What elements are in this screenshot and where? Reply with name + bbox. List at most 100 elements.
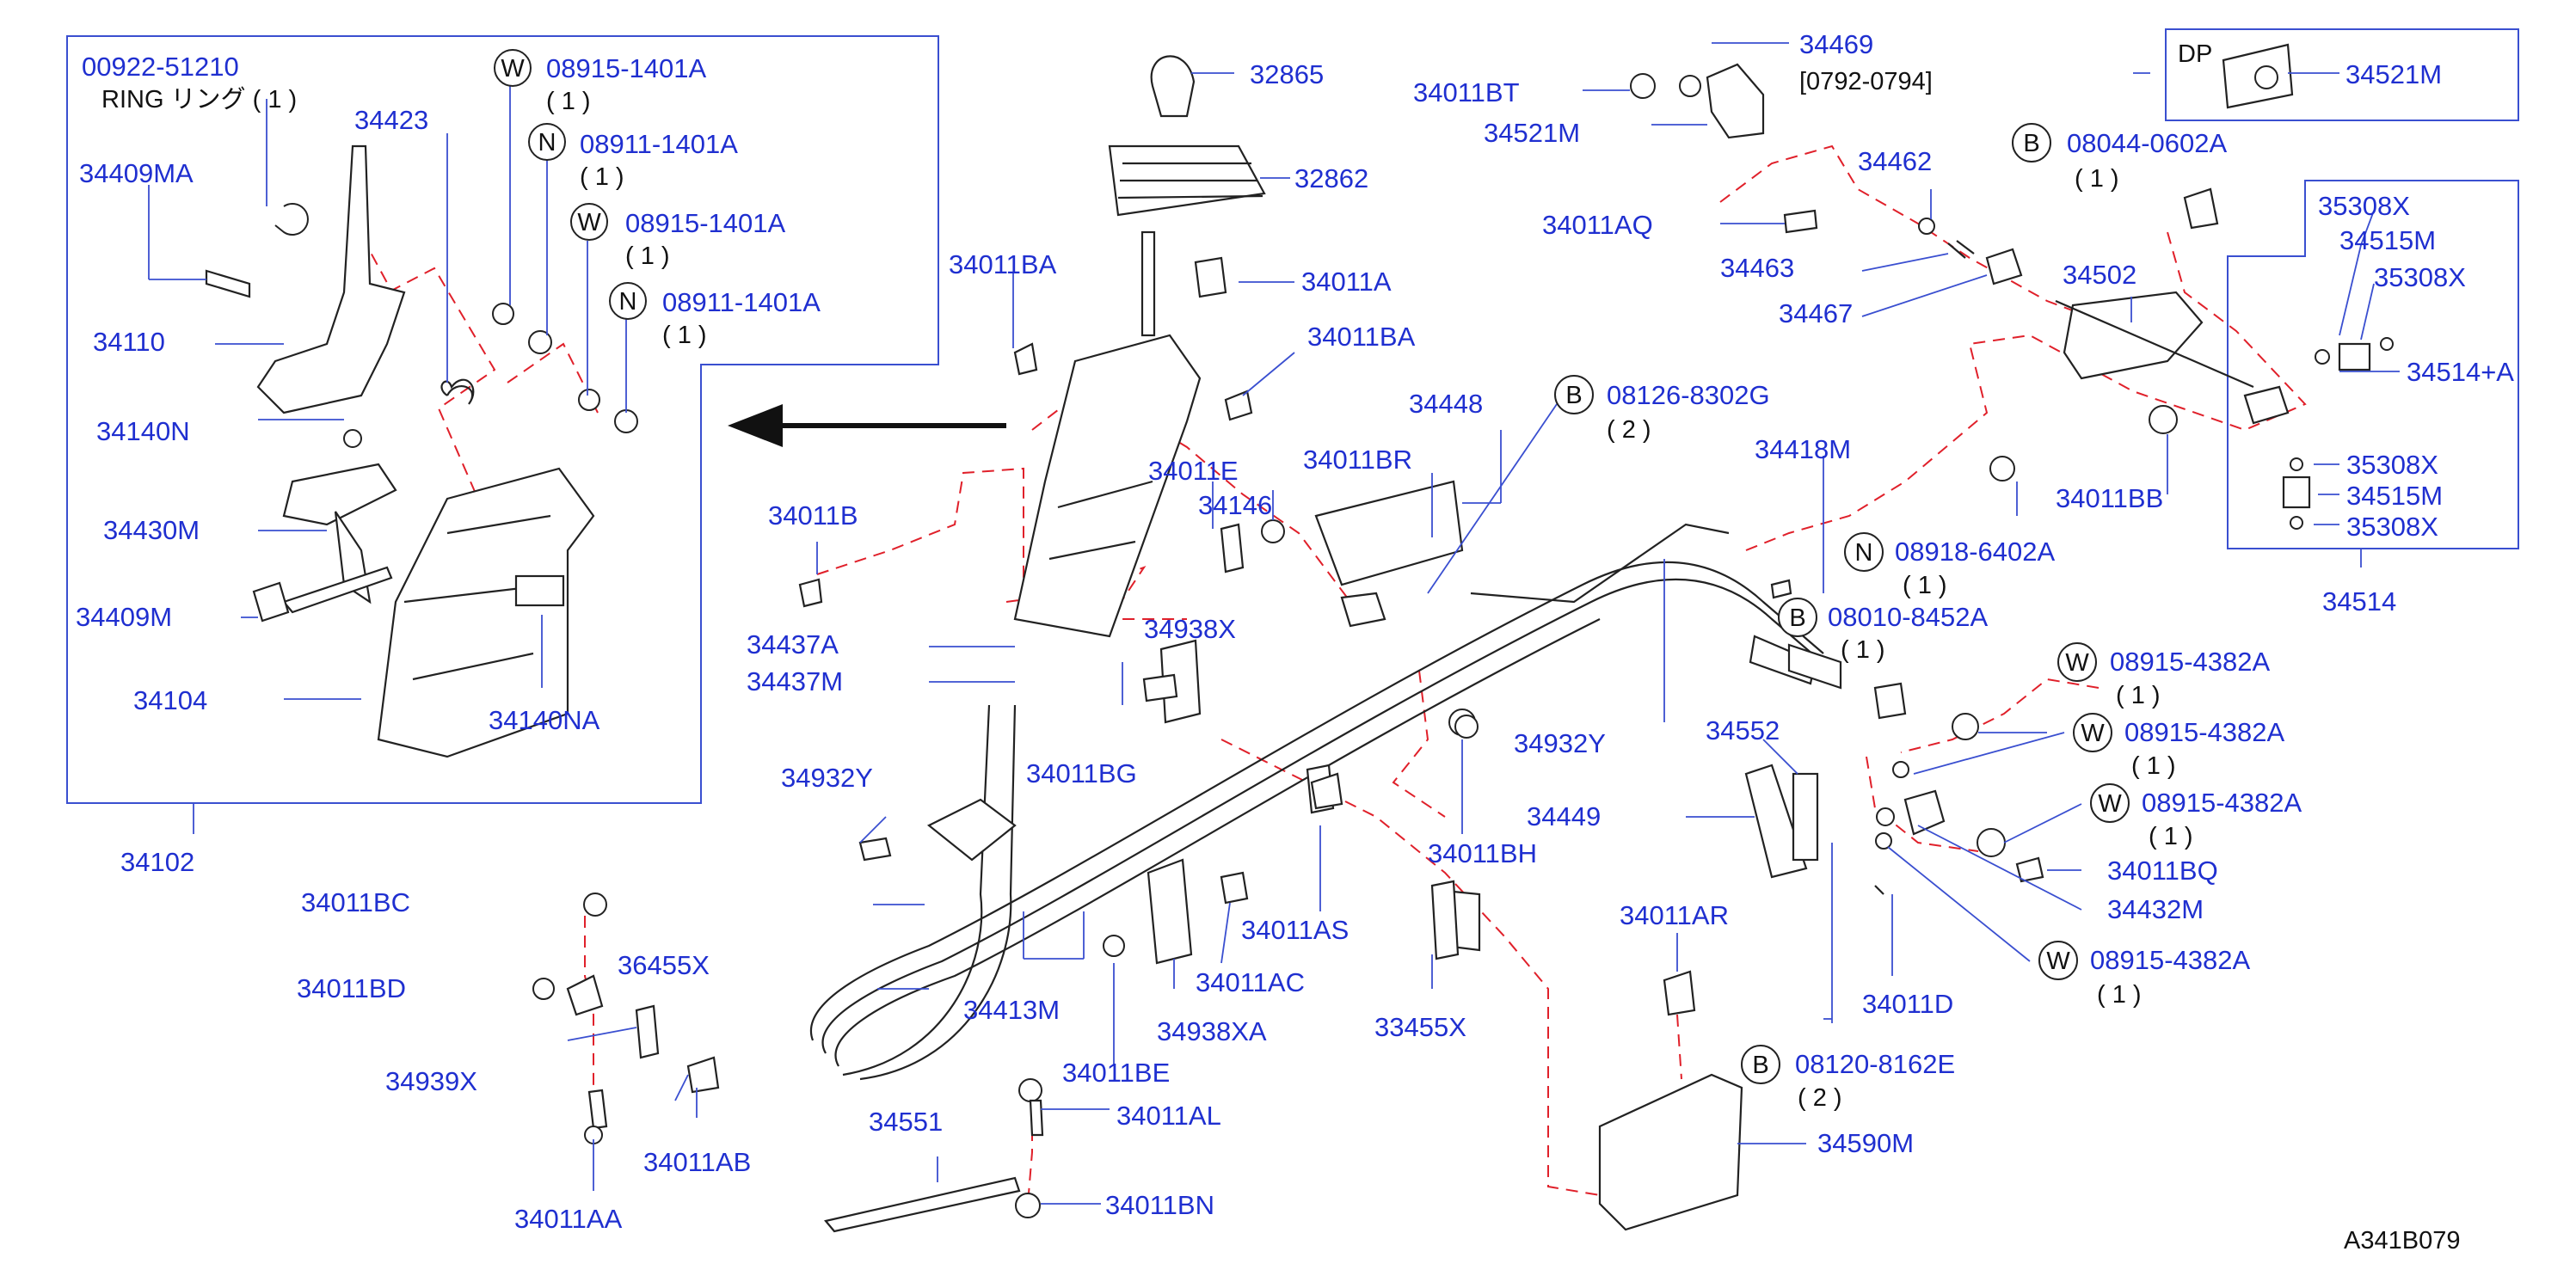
label-34939X: 34939X: [385, 1066, 477, 1096]
label-34449: 34449: [1527, 801, 1601, 831]
qty-w-08915-4382A-4: ( 1 ): [2097, 981, 2142, 1009]
label-34467: 34467: [1779, 298, 1853, 328]
symbol-b-3: B: [1778, 598, 1817, 637]
label-34011BA-1: 34011BA: [949, 249, 1057, 279]
label-35308X-4: 35308X: [2346, 512, 2438, 542]
label-34932Y-1: 34932Y: [781, 763, 873, 793]
symbol-n-3: N: [1844, 532, 1884, 572]
label-35308X-1: 35308X: [2318, 191, 2410, 221]
label-34432M: 34432M: [2107, 894, 2204, 924]
label-w-08915-4382A-3: 08915-4382A: [2142, 788, 2302, 818]
label-34552: 34552: [1706, 715, 1780, 745]
symbol-w-2: W: [570, 203, 608, 241]
label-b-08120-8162E: 08120-8162E: [1795, 1049, 1955, 1079]
label-b-08126-8302G: 08126-8302G: [1607, 380, 1770, 410]
qty-b-08126-8302G: ( 2 ): [1607, 416, 1651, 444]
label-34514: 34514: [2322, 586, 2396, 617]
label-34011BE: 34011BE: [1062, 1058, 1170, 1088]
label-34514A: 34514+A: [2407, 357, 2514, 387]
svg-text:N: N: [1855, 539, 1873, 567]
label-34011BC: 34011BC: [301, 887, 410, 917]
symbol-n-2: N: [609, 282, 647, 320]
label-00922-51210: 00922-51210: [82, 52, 239, 82]
shift-lever-assembly: [798, 55, 1266, 638]
label-36455X: 36455X: [618, 950, 710, 980]
qty-b-08044-0602A: ( 1 ): [2075, 165, 2119, 193]
svg-text:W: W: [2098, 790, 2122, 818]
label-34011AL: 34011AL: [1116, 1101, 1221, 1131]
label-32862: 32862: [1294, 163, 1368, 193]
label-w-08915-4382A-1: 08915-4382A: [2110, 647, 2270, 677]
label-34011BA-2: 34011BA: [1307, 322, 1416, 352]
label-34011E: 34011E: [1148, 456, 1239, 486]
label-w-08915-4382A-2: 08915-4382A: [2124, 717, 2284, 747]
qty-w-08915-1401A-1: ( 1 ): [546, 88, 591, 115]
label-34011BT: 34011BT: [1413, 77, 1520, 107]
label-34409MA: 34409MA: [79, 158, 194, 188]
label-34515M-2: 34515M: [2346, 481, 2443, 511]
label-34011AR: 34011AR: [1620, 900, 1729, 930]
svg-text:B: B: [1752, 1052, 1768, 1079]
label-33455X: 33455X: [1374, 1012, 1466, 1042]
label-34502: 34502: [2063, 260, 2136, 290]
label-34011BQ: 34011BQ: [2107, 856, 2218, 886]
direction-arrow: [728, 404, 1006, 447]
label-34423: 34423: [354, 105, 428, 135]
label-34011A: 34011A: [1301, 267, 1392, 297]
box-34514: [2227, 180, 2519, 549]
qty-n-08911-1401A-1: ( 1 ): [580, 163, 624, 191]
label-34409M: 34409M: [76, 602, 172, 632]
symbol-w-4: W: [2073, 713, 2112, 752]
label-34437M: 34437M: [747, 666, 843, 696]
label-34102: 34102: [120, 847, 194, 877]
label-34011AA: 34011AA: [514, 1204, 623, 1234]
label-34011AC: 34011AC: [1196, 967, 1305, 997]
label-34011D: 34011D: [1862, 989, 1953, 1019]
symbol-b-4: B: [1741, 1045, 1780, 1084]
label-34521M-2: 34521M: [2345, 59, 2442, 89]
detail-box-parts: [205, 144, 638, 758]
label-34521M-1: 34521M: [1484, 118, 1580, 148]
symbol-b-1: B: [2012, 123, 2051, 163]
qty-b-08010-8452A: ( 1 ): [1841, 636, 1885, 664]
label-w-08915-1401A-2: 08915-1401A: [625, 208, 785, 238]
symbol-b-2: B: [1554, 375, 1594, 414]
label-34011BH: 34011BH: [1428, 838, 1537, 868]
label-34590M: 34590M: [1817, 1128, 1914, 1158]
label-0792-0794: [0792-0794]: [1799, 68, 1933, 95]
svg-text:W: W: [2046, 948, 2070, 975]
label-34463: 34463: [1720, 253, 1794, 283]
label-34448: 34448: [1409, 389, 1483, 419]
symbol-n-1: N: [528, 123, 566, 161]
qty-n-08911-1401A-2: ( 1 ): [662, 322, 707, 349]
label-dp: DP: [2178, 40, 2212, 68]
label-34140N: 34140N: [96, 416, 190, 446]
symbol-w-6: W: [2038, 941, 2078, 980]
svg-text:B: B: [1789, 604, 1805, 632]
qty-w-08915-1401A-2: ( 1 ): [625, 242, 670, 270]
lower-left-parts: [532, 715, 1479, 1233]
svg-text:W: W: [501, 55, 525, 83]
symbol-w-3: W: [2057, 642, 2097, 682]
label-34011BR: 34011BR: [1303, 445, 1412, 475]
symbol-w-1: W: [494, 49, 532, 87]
detail-box-34102: [66, 35, 939, 804]
label-34011BB: 34011BB: [2056, 483, 2163, 513]
label-34110: 34110: [93, 327, 165, 357]
label-34430M: 34430M: [103, 515, 200, 545]
qty-b-08120-8162E: ( 2 ): [1798, 1084, 1842, 1112]
svg-text:W: W: [2081, 720, 2105, 747]
label-34011AS: 34011AS: [1241, 915, 1349, 945]
label-ring: RING リング ( 1 ): [101, 85, 297, 113]
label-34146: 34146: [1198, 490, 1272, 520]
svg-text:W: W: [2065, 649, 2089, 677]
svg-text:B: B: [1565, 382, 1582, 409]
label-34140NA: 34140NA: [489, 705, 600, 735]
diagram-reference-code: A341B079: [2344, 1227, 2460, 1255]
part-labels: 00922-51210 RING リング ( 1 ) 34423 34409MA…: [76, 29, 2514, 1255]
label-34011BD: 34011BD: [297, 973, 406, 1003]
label-w-08915-4382A-4: 08915-4382A: [2090, 945, 2250, 975]
label-34938XA: 34938XA: [1157, 1016, 1267, 1046]
label-34011B: 34011B: [768, 500, 858, 531]
label-34104: 34104: [133, 685, 207, 715]
